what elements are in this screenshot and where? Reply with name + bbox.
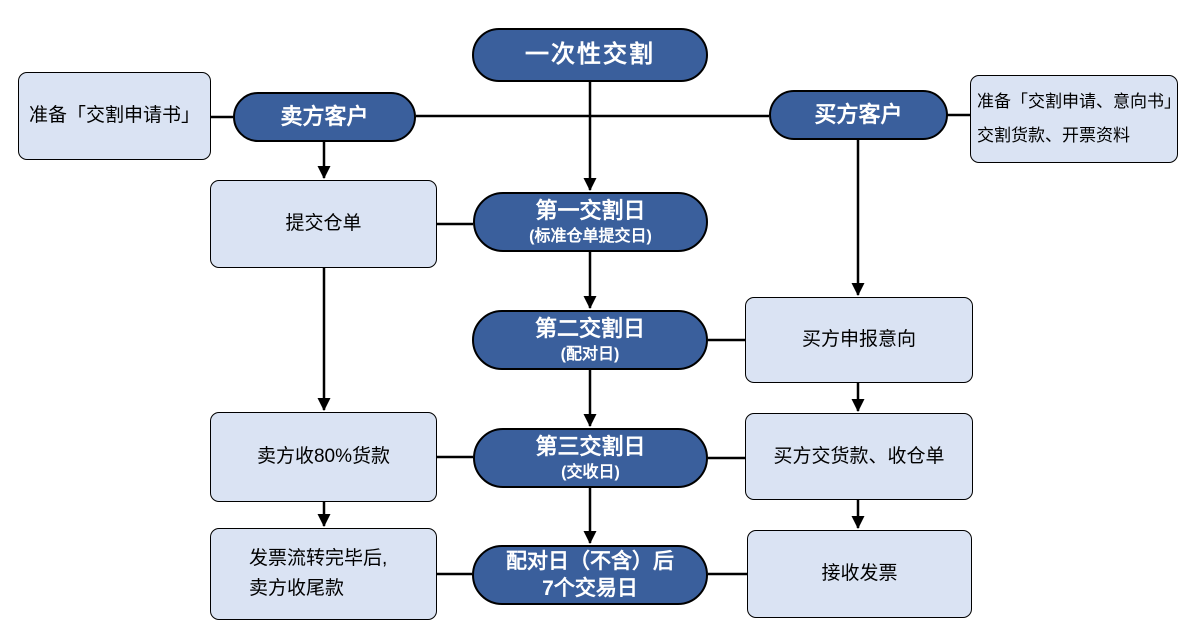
node-buyer-client: 买方客户 <box>769 90 948 140</box>
node-label-line2: 7个交易日 <box>542 577 638 600</box>
node-label: 卖方客户 <box>280 104 369 130</box>
node-submit-warehouse-receipt: 提交仓单 <box>210 180 437 268</box>
node-label: 买方申报意向 <box>801 329 916 351</box>
node-label: 卖方收80%货款 <box>256 446 391 468</box>
node-subtitle: (配对日) <box>560 345 620 363</box>
node-label-line1: 发票流转完毕后, <box>249 547 388 569</box>
node-prepare-buyer-docs: 准备「交割申请、意向书」 交割货款、开票资料 <box>970 75 1181 163</box>
node-buyer-pay-receive-receipt: 买方交货款、收仓单 <box>745 413 973 500</box>
node-label-line1: 配对日（不含）后 <box>506 549 674 573</box>
node-label: 一次性交割 <box>525 41 655 68</box>
node-label-line2: 交割货款、开票资料 <box>977 126 1130 145</box>
node-second-delivery-day: 第二交割日 (配对日) <box>472 310 708 370</box>
node-subtitle: (交收日) <box>561 463 620 481</box>
node-buyer-declare-intent: 买方申报意向 <box>745 297 973 383</box>
node-label: 接收发票 <box>821 563 898 585</box>
node-seller-receive-80-percent: 卖方收80%货款 <box>210 412 437 502</box>
node-title: 第三交割日 <box>535 434 646 460</box>
node-first-delivery-day: 第一交割日 (标准仓单提交日) <box>473 192 708 252</box>
node-third-delivery-day: 第三交割日 (交收日) <box>473 428 708 488</box>
node-label: 准备「交割申请书」 <box>28 105 200 127</box>
node-prepare-delivery-application: 准备「交割申请书」 <box>18 72 211 160</box>
node-label-line1: 准备「交割申请、意向书」 <box>977 92 1181 111</box>
node-invoice-flow-complete: 发票流转完毕后, 卖方收尾款 <box>210 528 437 620</box>
node-label-line2: 卖方收尾款 <box>249 578 345 599</box>
node-one-time-delivery: 一次性交割 <box>472 28 708 82</box>
node-subtitle: (标准仓单提交日) <box>529 227 652 245</box>
node-label: 买方客户 <box>814 102 903 128</box>
node-title: 第一交割日 <box>535 198 646 224</box>
node-label: 买方交货款、收仓单 <box>773 445 945 467</box>
node-title: 第二交割日 <box>534 316 645 342</box>
node-seller-client: 卖方客户 <box>233 92 416 142</box>
node-receive-invoice: 接收发票 <box>747 530 972 618</box>
node-seven-trading-days-after-pairing: 配对日（不含）后 7个交易日 <box>472 545 708 605</box>
node-label: 提交仓单 <box>285 213 362 235</box>
